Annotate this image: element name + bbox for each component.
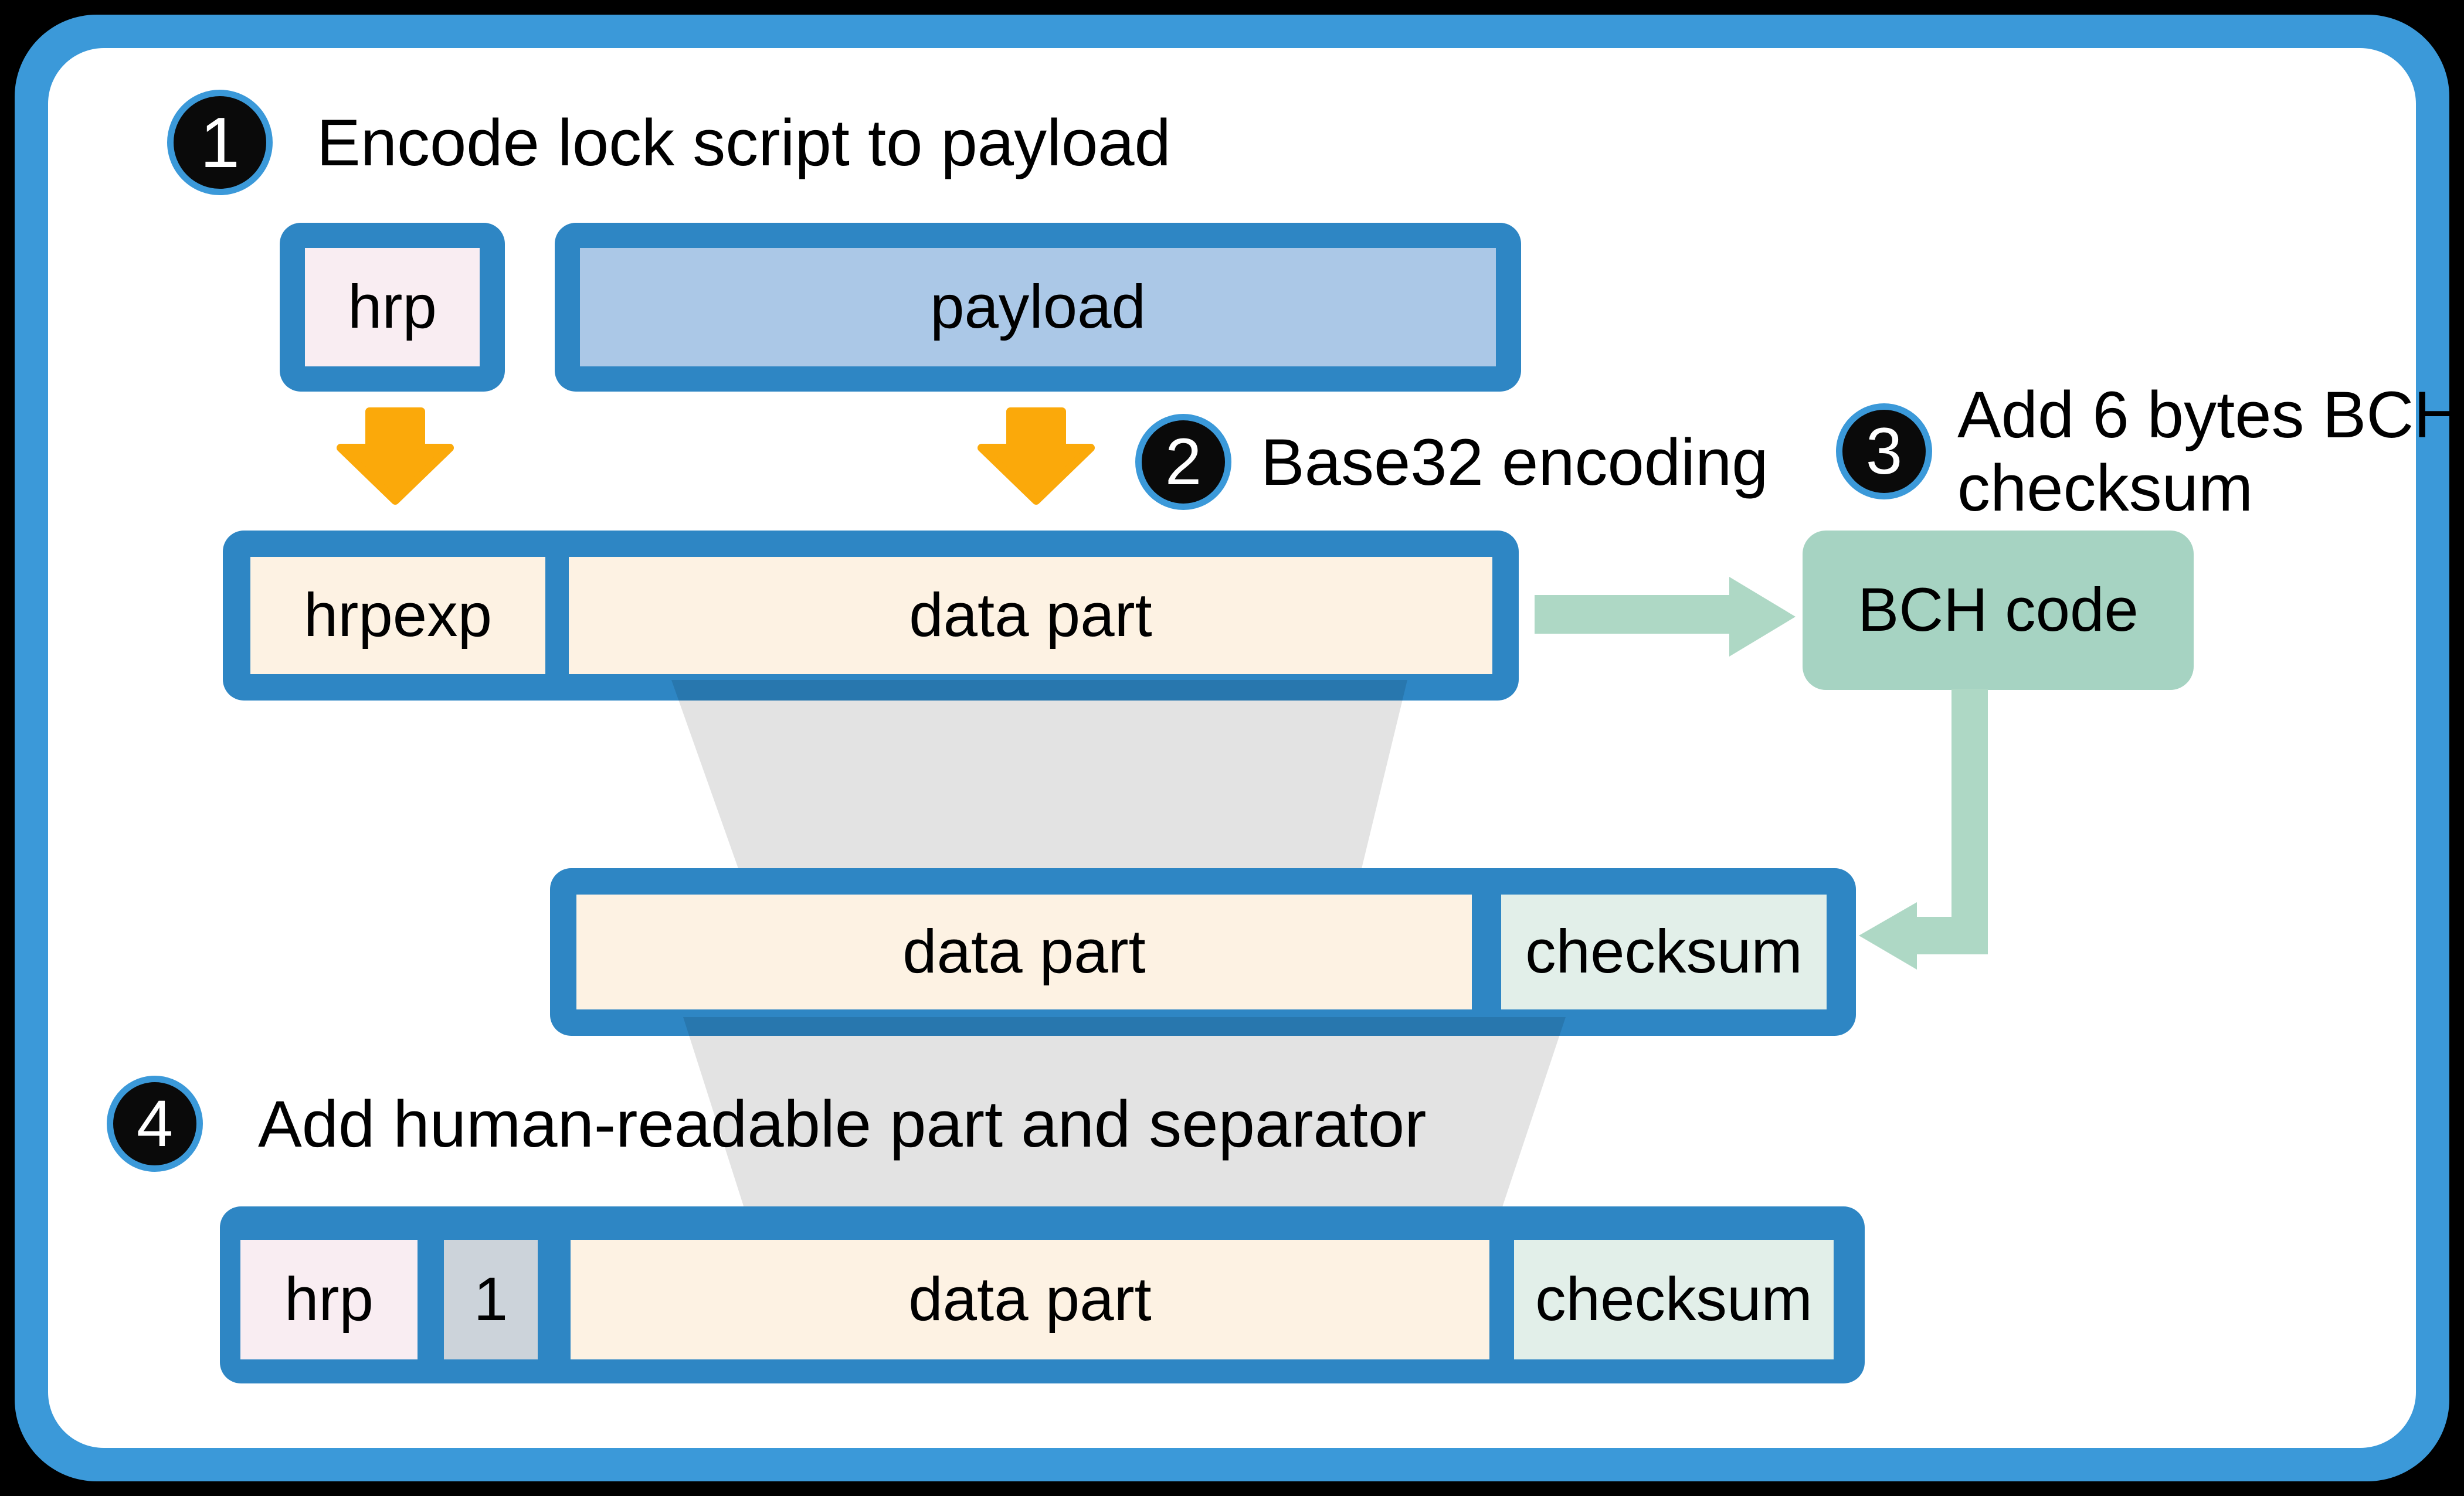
step-1-badge: 1 — [167, 90, 273, 195]
data-part-cell: data part — [571, 1240, 1489, 1359]
separator-cell: 1 — [444, 1240, 538, 1359]
step-3-number: 3 — [1865, 414, 1903, 488]
step-4-number: 4 — [136, 1087, 174, 1160]
hrp-box-label: hrp — [305, 248, 480, 366]
bch-code-label: BCH code — [1858, 576, 2139, 644]
step-1-number: 1 — [200, 103, 240, 182]
hrp-cell: hrp — [240, 1240, 418, 1359]
step-2-badge: 2 — [1135, 414, 1231, 510]
down-arrow-icon — [978, 407, 1095, 505]
step-3-label-line1: Add 6 bytes BCH — [1957, 378, 2462, 451]
step-4-label: Add human-readable part and separator — [258, 1087, 1427, 1161]
hrpexp-cell: hrpexp — [250, 557, 545, 674]
step-3-label-line2: checksum — [1957, 451, 2253, 525]
step-2-label: Base32 encoding — [1261, 425, 1769, 499]
data-part-cell: data part — [569, 557, 1492, 674]
step-4-badge: 4 — [107, 1076, 203, 1172]
data-part-cell: data part — [576, 895, 1472, 1009]
row2-container: hrpexp data part — [223, 531, 1519, 701]
row4-container: hrp 1 data part checksum — [220, 1206, 1865, 1383]
right-arrow-icon — [1535, 577, 1796, 657]
checksum-cell: checksum — [1501, 895, 1827, 1009]
down-arrow-icon — [337, 407, 454, 505]
row3-container: data part checksum — [550, 868, 1856, 1036]
elbow-arrow-icon — [1859, 689, 1988, 970]
funnel-shape — [683, 1017, 1566, 1228]
checksum-cell: checksum — [1514, 1240, 1834, 1359]
step-3-label: Add 6 bytes BCH checksum — [1957, 378, 2461, 525]
funnel-shape — [671, 680, 1407, 873]
step-2-number: 2 — [1165, 425, 1202, 498]
hrp-box: hrp — [280, 223, 505, 392]
bch-code-box: BCH code — [1803, 531, 2194, 690]
payload-box: payload — [555, 223, 1521, 392]
step-3-badge: 3 — [1836, 403, 1932, 499]
step-1-label: Encode lock script to payload — [317, 106, 1171, 179]
payload-box-label: payload — [580, 248, 1496, 366]
